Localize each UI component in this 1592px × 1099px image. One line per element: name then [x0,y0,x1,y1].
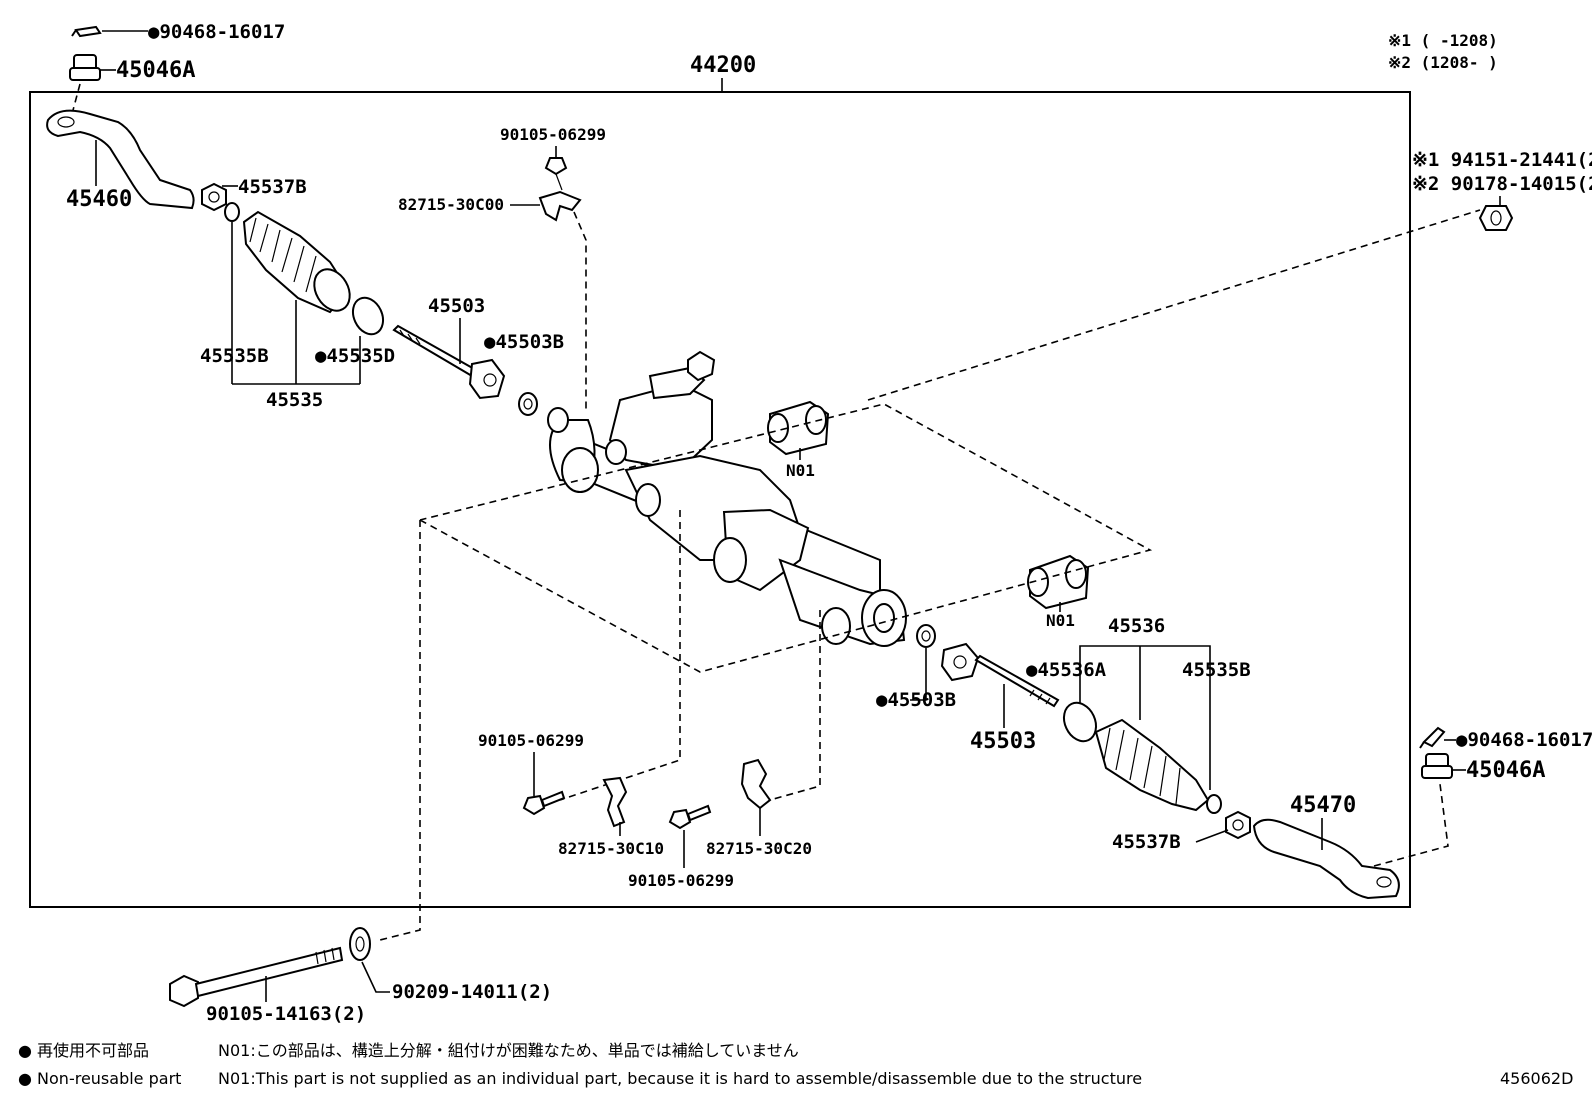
bushing-lower-icon [1027,554,1090,610]
nut-right-upper-icon [1478,205,1514,231]
callout-lock-nut-right[interactable]: 45537B [1112,831,1181,853]
washer-right-icon [916,624,936,648]
inner-rod-left-icon [392,324,506,400]
inner-rod-right-icon [940,642,1060,708]
callout-washer-right[interactable]: ●45503B [876,689,956,711]
callout-tie-rod-end-right[interactable]: 45470 [1290,793,1356,818]
legend-nonreusable-en: ● Non-reusable part [18,1069,181,1088]
cotter-pin-right-icon [1419,726,1446,749]
boot-band-left-icon [351,296,385,336]
callout-bushing-lower[interactable]: N01 [1046,611,1075,630]
bolt-mid-bottom-icon [668,804,712,830]
assembly-label[interactable]: 44200 [690,53,756,78]
callout-boot-band-left[interactable]: ●45535D [315,345,395,367]
callout-bushing-upper[interactable]: N01 [786,461,815,480]
bolt-top-icon [544,157,568,191]
assembly-frame [29,91,1411,908]
legend-n01-en: N01:This part is not supplied as an indi… [218,1069,1142,1088]
applicability-note-1: ※1 ( -1208) [1388,31,1498,50]
callout-bracket-top[interactable]: 82715-30C00 [398,195,504,214]
callout-boot-right[interactable]: 45536 [1108,615,1165,637]
callout-washer-bottom[interactable]: 90209-14011(2) [392,981,552,1003]
tie-rod-end-left-icon [46,109,195,210]
boot-clip-left-icon [224,202,240,222]
washer-left-icon [518,392,538,416]
callout-tie-rod-end-left[interactable]: 45460 [66,187,132,212]
callout-nut-right-alt2[interactable]: ※2 90178-14015(2) [1412,173,1592,195]
long-bolt-icon [169,946,344,1008]
callout-inner-rod-left[interactable]: 45503 [428,295,485,317]
callout-bolt-top[interactable]: 90105-06299 [500,125,606,144]
bushing-upper-icon [767,400,830,456]
castle-nut-icon [69,54,101,81]
callout-clip-right[interactable]: ●90468-16017 [1456,729,1592,751]
boot-clip-right-icon [1206,794,1222,814]
callout-bolt-mid-left[interactable]: 90105-06299 [478,731,584,750]
callout-clip-top-left[interactable]: ●90468-16017 [148,21,285,43]
callout-lock-nut-left[interactable]: 45537B [238,176,307,198]
nut-right-lower-icon [1421,753,1453,779]
legend-nonreusable-jp: ● 再使用不可部品 [18,1041,149,1060]
callout-boot-band-right[interactable]: ●45536A [1026,659,1107,681]
callout-bracket-mid-right[interactable]: 82715-30C20 [706,839,812,858]
diagram-id: 456062D [1500,1069,1573,1088]
boot-left-icon [242,210,351,314]
callout-inner-rod-right[interactable]: 45503 [970,729,1036,754]
bracket-top-icon [538,190,582,222]
callout-boot-clip-right[interactable]: 45535B [1182,659,1251,681]
callout-long-bolt[interactable]: 90105-14163(2) [206,1003,366,1025]
lock-nut-right-icon [1225,810,1251,840]
callout-boot-clip-left[interactable]: 45535B [200,345,269,367]
callout-nut-right[interactable]: 45046A [1466,758,1545,783]
bracket-mid-left-icon [602,776,628,828]
callout-washer-left[interactable]: ●45503B [484,331,564,353]
callout-boot-left[interactable]: 45535 [266,389,323,411]
callout-nut-right-alt1[interactable]: ※1 94151-21441(2) [1412,149,1592,171]
bracket-mid-right-icon [740,758,772,810]
callout-bracket-mid-left[interactable]: 82715-30C10 [558,839,664,858]
cotter-pin-icon [71,25,102,38]
boot-band-right-icon [1062,701,1098,743]
rack-housing-icon [547,350,907,647]
callout-nut-top-left[interactable]: 45046A [116,58,195,83]
boot-right-icon [1094,718,1210,812]
tie-rod-end-right-icon [1252,818,1400,900]
washer-bottom-icon [349,927,371,961]
legend-n01-jp: N01:この部品は、構造上分解・組付けが困難なため、単品では補給していません [218,1041,799,1060]
callout-bolt-mid-bottom[interactable]: 90105-06299 [628,871,734,890]
lock-nut-left-icon [201,182,227,212]
applicability-note-2: ※2 (1208- ) [1388,53,1498,72]
bolt-mid-left-icon [522,790,566,816]
